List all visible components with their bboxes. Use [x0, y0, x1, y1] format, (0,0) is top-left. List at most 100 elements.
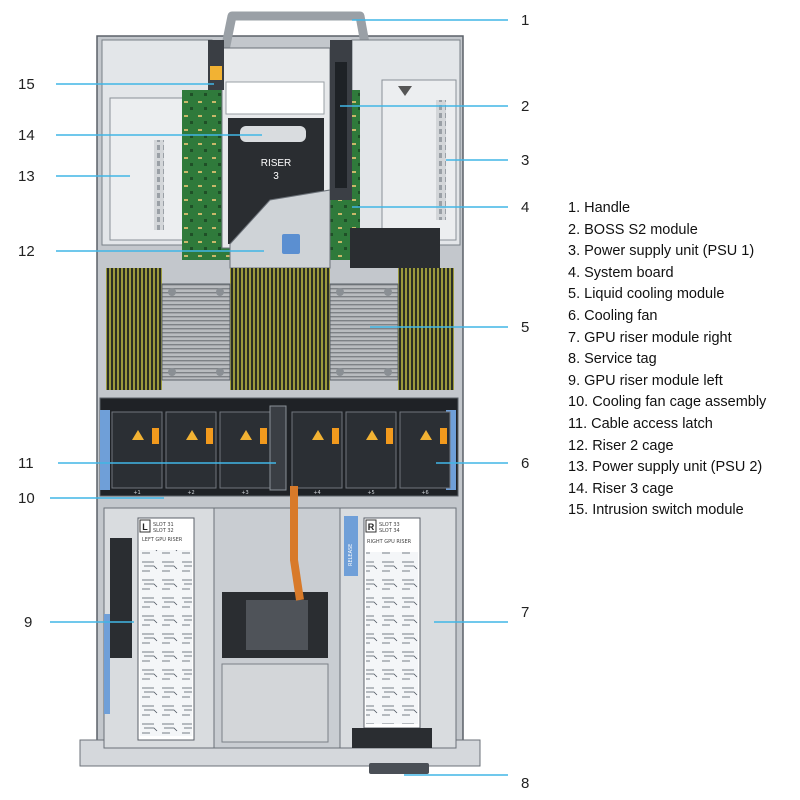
left-riser-blue-tab — [104, 614, 110, 714]
legend-item: 15. Intrusion switch module — [568, 500, 798, 522]
cold-plate-screw — [168, 288, 176, 296]
legend-label: Liquid cooling module — [584, 286, 725, 303]
legend-separator: . — [584, 437, 593, 454]
right-riser-slot-1: SLOT 33 — [379, 522, 400, 528]
service-tag — [369, 763, 429, 774]
warning-icon — [132, 430, 144, 440]
psu-2-vent — [154, 140, 164, 230]
boss-s2-card — [335, 62, 347, 188]
legend-item: 9. GPU riser module left — [568, 371, 798, 393]
callout-number-9: 9 — [24, 614, 32, 631]
legend-item: 5. Liquid cooling module — [568, 284, 798, 306]
psu-1-vent — [436, 100, 446, 220]
left-riser-slot-strip — [110, 538, 132, 658]
legend-item: 6. Cooling fan — [568, 306, 798, 328]
legend-label: Cooling fan — [584, 307, 658, 324]
callout-number-8: 8 — [521, 775, 529, 792]
cold-plate-screw — [336, 288, 344, 296]
right-riser-title: RIGHT GPU RISER — [367, 539, 412, 545]
legend-number: 9 — [568, 372, 577, 389]
callout-number-1: 1 — [521, 12, 529, 29]
legend-number: 15 — [568, 502, 585, 519]
legend-number: 8 — [568, 351, 577, 368]
legend-label: Service tag — [584, 351, 657, 368]
callout-number-12: 12 — [18, 243, 35, 260]
right-riser-tag: R — [368, 522, 375, 532]
legend-number: 11 — [568, 415, 584, 432]
ribbon-cable — [290, 486, 304, 601]
legend-separator: . — [576, 200, 585, 216]
fan-cage-left-handle — [100, 410, 110, 490]
legend-separator: . — [576, 372, 585, 389]
legend-number: 7 — [568, 329, 577, 346]
right-riser-sticker-artwork — [366, 552, 418, 724]
cold-plate-screw — [336, 368, 344, 376]
legend-separator: . — [576, 307, 585, 324]
callout-number-2: 2 — [521, 98, 529, 115]
right-riser-slot-2: SLOT 34 — [379, 528, 400, 534]
legend-separator: . — [583, 415, 592, 432]
fan-number-label: +6 — [421, 490, 428, 496]
fan-number-label: +2 — [187, 490, 194, 496]
right-riser-bottom-block — [352, 728, 432, 748]
intrusion-switch-tab — [210, 66, 222, 80]
legend-number: 3 — [568, 243, 577, 260]
riser-2-blue-tab — [282, 234, 300, 254]
legend-number: 1 — [568, 200, 577, 216]
left-riser-tag: L — [142, 522, 148, 532]
callout-number-5: 5 — [521, 319, 529, 336]
legend-separator: . — [576, 221, 585, 238]
intrusion-switch-module — [208, 40, 224, 90]
riser-3-label-line2: 3 — [273, 171, 279, 182]
right-riser-release-label: RELEASE — [348, 544, 354, 566]
cooling-fan — [399, 411, 451, 489]
legend-number: 6 — [568, 307, 577, 324]
cold-plate-screw — [216, 288, 224, 296]
cable-access-latch — [269, 405, 287, 491]
left-riser-title: LEFT GPU RISER — [142, 537, 183, 543]
legend-number: 4 — [568, 264, 577, 281]
legend-separator: . — [576, 243, 585, 260]
legend-item: 10. Cooling fan cage assembly — [568, 392, 798, 414]
legend-number: 2 — [568, 221, 577, 238]
psu-1-arrow — [398, 86, 412, 96]
legend-label: GPU riser module left — [584, 372, 723, 389]
callout-number-10: 10 — [18, 490, 35, 507]
right-riser-release-strip — [344, 516, 358, 576]
connector-block — [350, 228, 440, 268]
legend-label: Riser 3 cage — [592, 480, 674, 497]
callout-number-14: 14 — [18, 127, 35, 144]
legend-label: Cooling fan cage assembly — [592, 394, 767, 411]
fan-number-label: +4 — [313, 490, 320, 496]
center-drive-module — [246, 600, 308, 650]
fan-number-labels: +1+2+3+4+5+6 — [133, 490, 428, 496]
legend-separator: . — [576, 286, 585, 303]
fan-number-label: +5 — [367, 490, 374, 496]
legend-item: 14. Riser 3 cage — [568, 479, 798, 501]
fan-latch — [260, 428, 267, 444]
riser-3-label-line1: RISER — [261, 158, 292, 169]
fan-latch — [386, 428, 393, 444]
callout-number-15: 15 — [18, 76, 35, 93]
right-riser-tag-box — [365, 519, 377, 533]
left-riser-slot-1: SLOT 31 — [153, 522, 174, 528]
riser-3-latch — [240, 126, 306, 142]
legend-label: BOSS S2 module — [584, 221, 698, 238]
left-riser-tag-box — [139, 519, 151, 533]
psu-2 — [109, 97, 187, 241]
cooling-fan — [219, 411, 271, 489]
callout-legend: 1. Handle 2. BOSS S2 module 3. Power suppl… — [568, 198, 798, 522]
legend-number: 5 — [568, 286, 577, 303]
liquid-cooling-right-cold-plate — [329, 283, 399, 381]
legend-label: Handle — [584, 200, 631, 216]
legend-item: 12. Riser 2 cage — [568, 436, 798, 458]
callout-number-7: 7 — [521, 604, 529, 621]
legend-label: Power supply unit (PSU 2) — [592, 459, 763, 476]
warning-icon — [420, 430, 432, 440]
legend-number: 10 — [568, 394, 585, 411]
legend-number: 13 — [568, 459, 585, 476]
cold-plate-screw — [384, 368, 392, 376]
callout-number-13: 13 — [18, 168, 35, 185]
